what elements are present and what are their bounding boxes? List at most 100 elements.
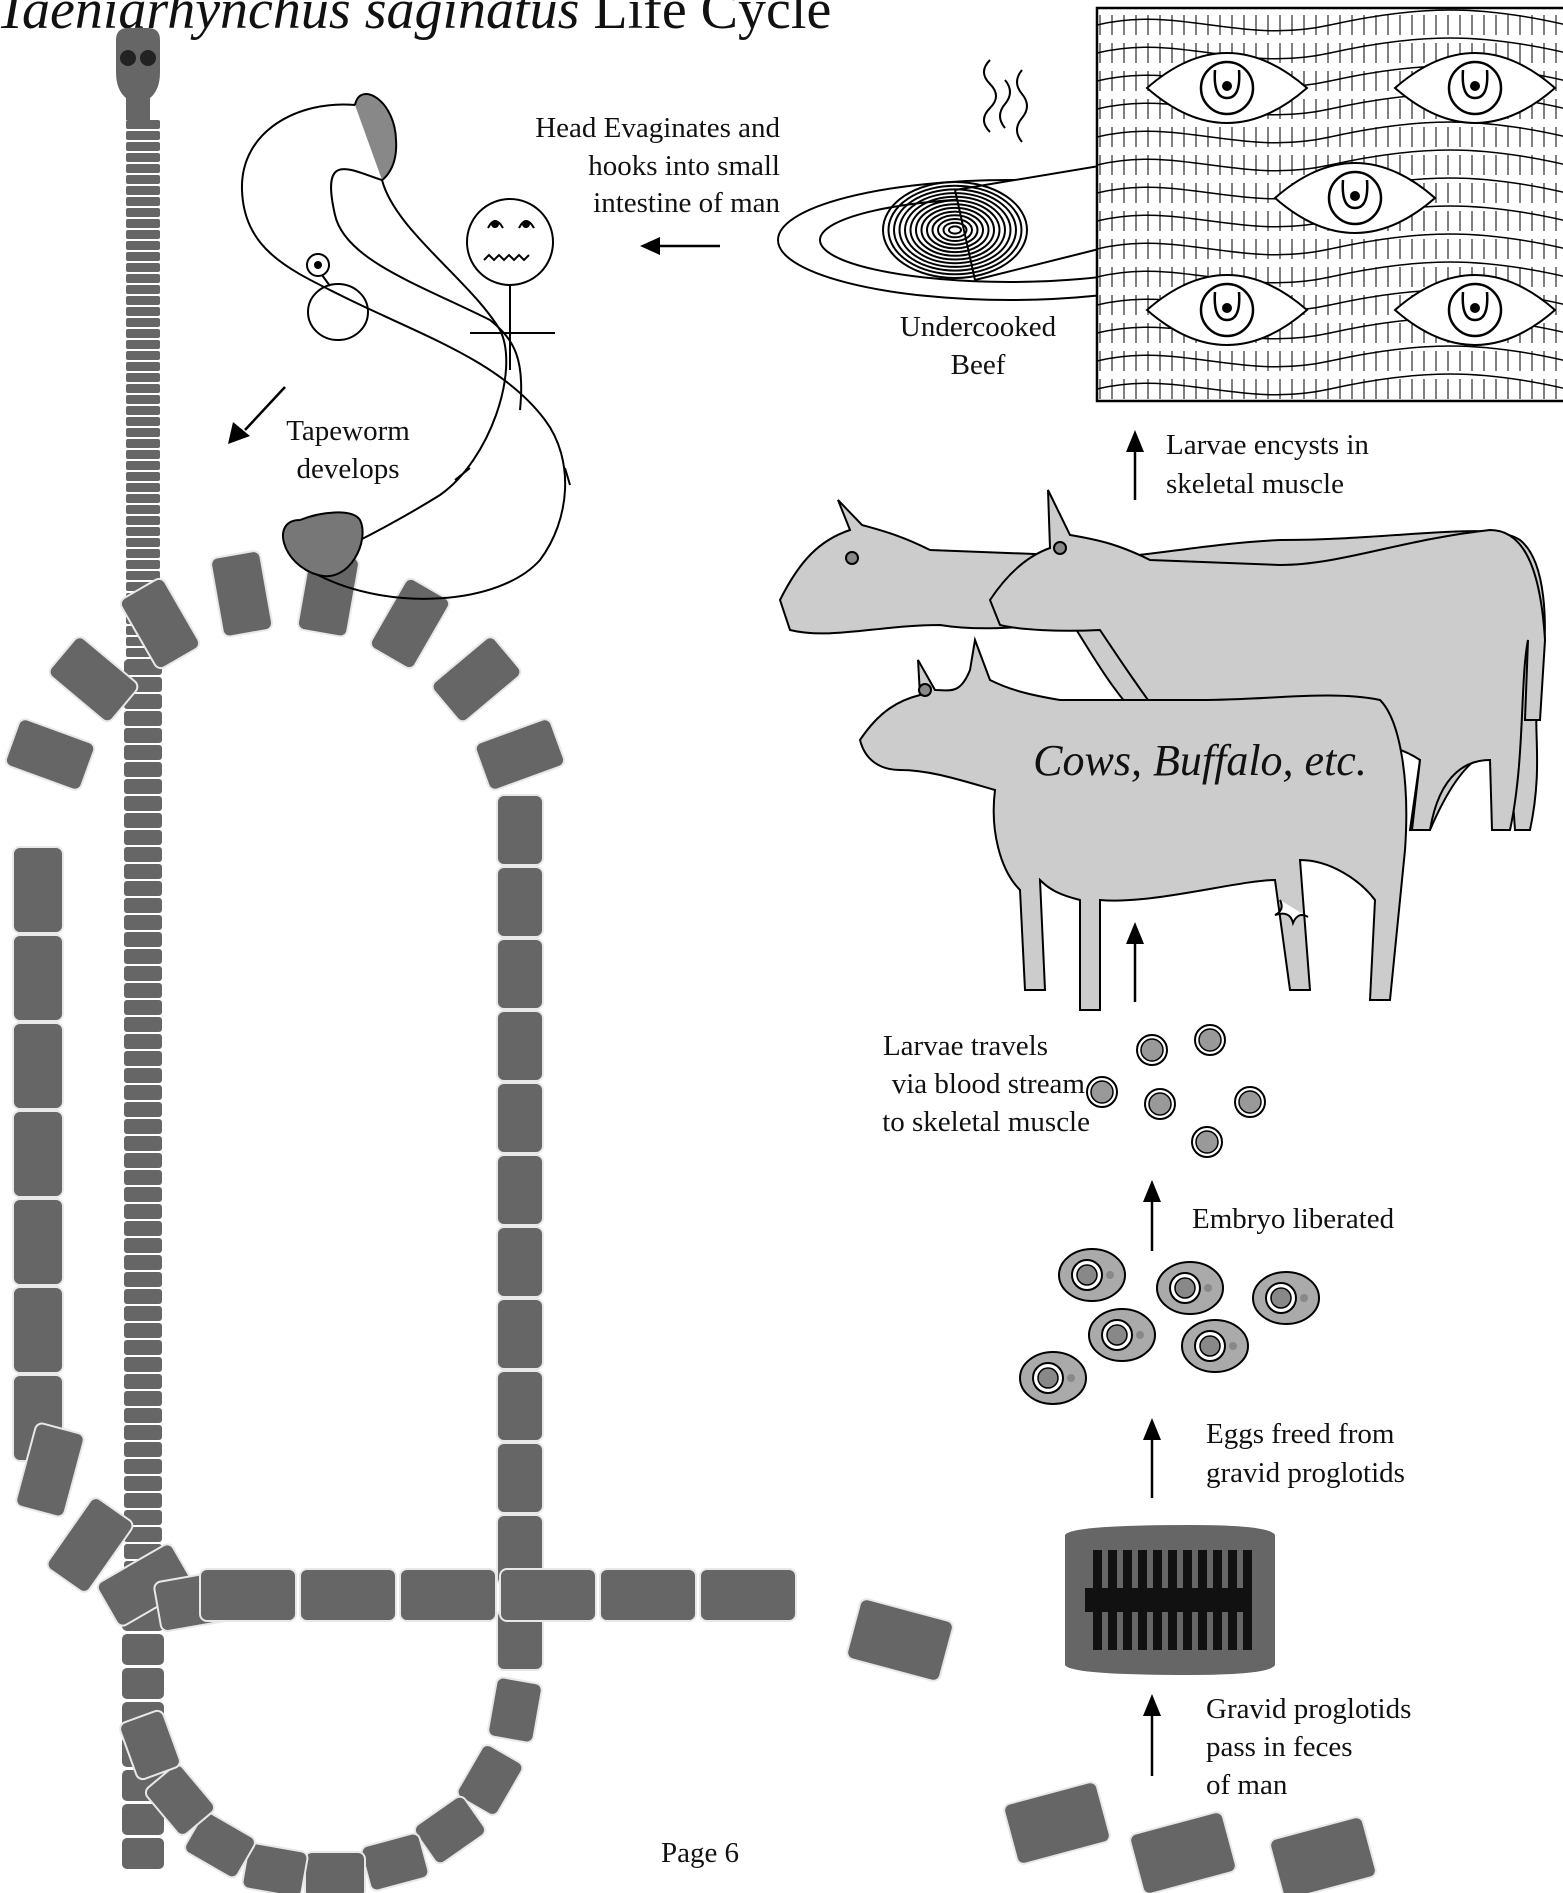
egg-oncosphere <box>1038 1368 1058 1388</box>
proglottid-segment-small <box>124 1272 162 1287</box>
neck-segment <box>126 428 160 437</box>
proglottid-segment-small <box>124 1153 162 1168</box>
arrow-gravid-head <box>1143 1694 1161 1716</box>
proglottid-segment <box>360 1832 430 1892</box>
proglottid-segment-small <box>124 1034 162 1049</box>
neck-segment <box>126 549 160 558</box>
larva-inner <box>1199 1029 1221 1051</box>
small-intestine-inner-2 <box>360 180 506 540</box>
label-gravid-pass-line-2: pass in feces <box>1206 1731 1353 1763</box>
proglottid-segment-small <box>124 1085 162 1100</box>
neck-segment <box>126 252 160 261</box>
proglottid-segment-small <box>124 1323 162 1338</box>
stomach-knob-dot <box>315 262 321 268</box>
neck-segment <box>126 384 160 393</box>
proglottid-segment <box>430 634 523 724</box>
neck-segment <box>126 439 160 448</box>
label-gravid-pass: Gravid proglotids pass in feces of man <box>1206 1693 1411 1801</box>
proglottid-segment <box>497 1011 543 1081</box>
label-head-evaginates-line-3: intestine of man <box>593 187 780 219</box>
intestine-opening-top <box>355 94 396 180</box>
neck-segment <box>126 461 160 470</box>
cow-front-eye <box>919 684 931 696</box>
label-gravid-pass-line-3: of man <box>1206 1769 1288 1801</box>
proglottid-segment-medium <box>122 1668 164 1699</box>
proglottid-segment <box>497 1299 543 1369</box>
steam-wisp-2 <box>1000 80 1010 128</box>
gravid-uterus-branch <box>1183 1550 1192 1650</box>
proglottid-segment-small <box>124 966 162 981</box>
proglottid-segment-small <box>124 1374 162 1389</box>
proglottid-segment <box>200 1569 296 1621</box>
scolex-sucker-right <box>140 50 156 66</box>
larva-inner <box>1141 1039 1163 1061</box>
egg-dot <box>1106 1271 1114 1279</box>
proglottid-segment <box>474 717 566 791</box>
proglottid-segment <box>210 550 273 637</box>
gravid-uterus-branch <box>1198 1550 1207 1650</box>
neck-segment <box>126 285 160 294</box>
proglottid-segment-small <box>124 847 162 862</box>
label-head-evaginates-line-2: hooks into small <box>588 150 780 182</box>
proglottid-segment-small <box>124 1255 162 1270</box>
proglottid-segment-small <box>124 796 162 811</box>
proglottid-segment <box>13 1199 63 1285</box>
label-eggs-freed: Eggs freed from gravid proglotids <box>1206 1418 1405 1489</box>
proglottid-segment-small <box>124 1017 162 1032</box>
neck-segment <box>126 153 160 162</box>
neck-segment <box>126 351 160 360</box>
arrow-to-muscle-head <box>1126 430 1144 452</box>
proglottid-segment <box>13 847 63 933</box>
gravid-uterus-branch <box>1243 1550 1252 1650</box>
neck-segment <box>126 373 160 382</box>
arrow-eggs-head <box>1143 1418 1161 1440</box>
larva-inner <box>1091 1081 1113 1103</box>
gravid-uterus-branch <box>1108 1550 1117 1650</box>
gravid-uterus-branch <box>1153 1550 1162 1650</box>
neck-segment <box>126 329 160 338</box>
neck-segment <box>126 274 160 283</box>
egg-dot <box>1204 1284 1212 1292</box>
cow-middle-eye <box>1054 542 1066 554</box>
neck-segment <box>126 219 160 228</box>
proglottid-segment-small <box>124 1357 162 1372</box>
egg-dot <box>1067 1374 1075 1382</box>
neck-segment <box>126 516 160 525</box>
proglottid-segment <box>497 867 543 937</box>
neck-segment <box>126 494 160 503</box>
proglottid-segment <box>368 576 451 670</box>
human-host-figure <box>242 94 570 599</box>
proglottid-segment-medium <box>122 1838 164 1869</box>
proglottid-segment-small <box>124 1136 162 1151</box>
gravid-uterus-branch <box>1123 1550 1132 1650</box>
cyst-scolex-dot <box>1470 81 1480 91</box>
label-larvae-travels-line-2: via blood stream <box>892 1068 1086 1100</box>
egg-oncosphere <box>1175 1278 1195 1298</box>
cyst-scolex-dot <box>1350 191 1360 201</box>
label-larvae-encysts-line-1: Larvae encysts in <box>1166 429 1369 461</box>
proglottid-segment-small <box>124 1391 162 1406</box>
proglottid-segment-small <box>124 1442 162 1457</box>
cow-back-eye <box>846 552 858 564</box>
neck-segment <box>126 263 160 272</box>
arrow-embryo-head <box>1143 1180 1161 1202</box>
neck-segment <box>126 560 160 569</box>
passed-proglottid-3 <box>1269 1816 1378 1893</box>
proglottid-segment-small <box>124 728 162 743</box>
stomach-bulb <box>308 284 368 340</box>
proglottid-segment-small <box>124 1238 162 1253</box>
proglottid-segment-small <box>124 1119 162 1134</box>
label-larvae-encysts: Larvae encysts in skeletal muscle <box>1166 429 1369 500</box>
arrow-tapeworm-head <box>228 422 250 444</box>
egg-oncosphere <box>1271 1288 1291 1308</box>
proglottid-segment <box>497 1083 543 1153</box>
proglottid-segment-small <box>124 1459 162 1474</box>
arrow-to-cows-head <box>1126 922 1144 944</box>
proglottid-segment-small <box>124 1289 162 1304</box>
proglottid-segment-small <box>124 1102 162 1117</box>
proglottid-segment <box>600 1569 696 1621</box>
neck-segment <box>126 186 160 195</box>
neck-segment <box>126 296 160 305</box>
proglottid-segment <box>13 1111 63 1197</box>
